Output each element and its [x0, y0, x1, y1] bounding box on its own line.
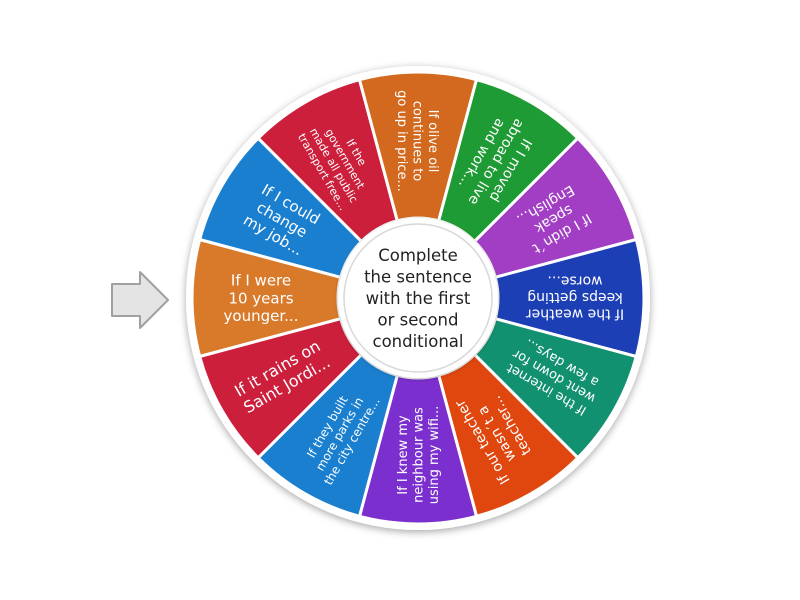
svg-text:If olive oilcontinues togo up: If olive oilcontinues togo up in price..… [394, 90, 440, 192]
arrow-right-icon [111, 271, 169, 329]
segment-label: If olive oilcontinues togo up in price..… [394, 90, 440, 192]
wheel-segments [190, 70, 646, 526]
segment-label: If the weatherkeeps gettingworse... [526, 273, 625, 322]
svg-text:If thegovernmentmade all publi: If thegovernmentmade all publictransport… [295, 112, 383, 213]
segment-label: If I knew myneighbour wasusing my wifi..… [396, 406, 442, 505]
svg-text:If the weatherkeeps gettingwor: If the weatherkeeps gettingworse... [526, 273, 625, 322]
segment-label: If thegovernmentmade all publictransport… [295, 112, 383, 213]
svg-text:If I knew myneighbour wasusing: If I knew myneighbour wasusing my wifi..… [396, 406, 442, 505]
